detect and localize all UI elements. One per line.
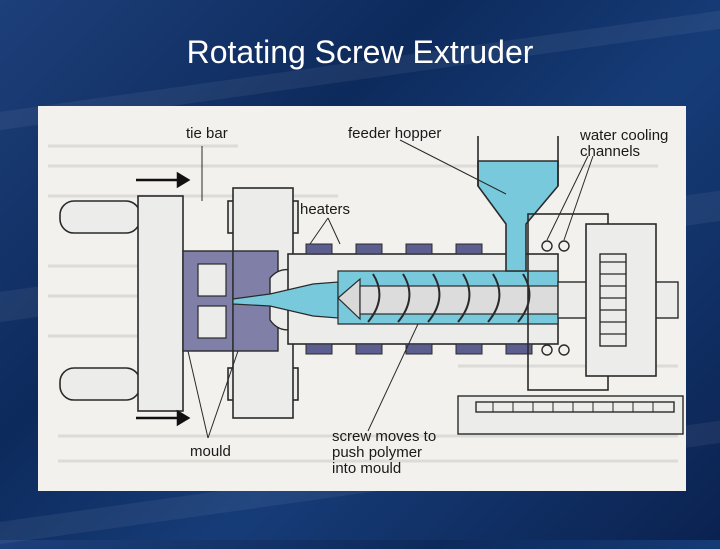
screw	[337, 273, 559, 323]
screw-label-line2: push polymer	[332, 444, 423, 461]
heaters-label: heaters	[300, 201, 351, 218]
moving-platen	[137, 195, 184, 412]
extruder-diagram: tie bar feeder hopper water cooling chan…	[38, 106, 686, 491]
leader-lines	[187, 139, 594, 439]
motion-arrows	[136, 171, 191, 427]
feeder-hopper	[477, 136, 559, 272]
base-frame	[457, 395, 684, 435]
drive-gear	[585, 223, 657, 377]
tie-bar-label: tie bar	[186, 125, 228, 142]
cooling-channels-label: channels	[580, 143, 641, 160]
extruder-drawing	[48, 136, 684, 463]
screw-label-line3: into mould	[332, 460, 402, 477]
feeder-hopper-label: feeder hopper	[348, 125, 442, 142]
water-cooling-label: water cooling	[580, 127, 669, 144]
slide-title: Rotating Screw Extruder	[186, 34, 534, 70]
screw-label-line1: screw moves to	[332, 428, 437, 445]
mould-label: mould	[190, 443, 231, 460]
heater-bands	[305, 243, 533, 355]
